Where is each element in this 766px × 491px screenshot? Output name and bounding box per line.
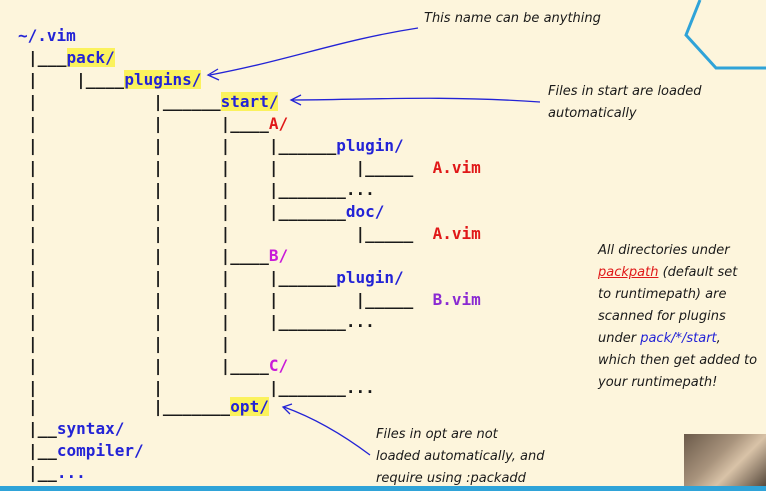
- tree-row: | | | | |_____ A.vim: [28, 158, 481, 177]
- dir-c: C/: [268, 356, 289, 375]
- note-packpath: packpath: [598, 265, 659, 280]
- tree-row: | | | |______plugin/: [28, 136, 404, 155]
- dir-opt: opt/: [230, 397, 269, 416]
- dir-syntax: syntax/: [56, 419, 125, 438]
- tree-row: | | |____B/: [28, 246, 289, 265]
- root-more: ...: [56, 463, 86, 482]
- tree-row: |__...: [28, 463, 86, 482]
- dir-start: start/: [220, 92, 279, 111]
- tree-row: |__syntax/: [28, 419, 125, 438]
- tree-row: | | | |_____ A.vim: [28, 224, 481, 243]
- note-start: Files in start are loaded automatically: [548, 81, 701, 125]
- file-a-doc-vim: A.vim: [432, 224, 481, 243]
- arrow-start-head: [289, 94, 302, 106]
- progress-bar: [0, 486, 766, 491]
- note-dirs-line4: scanned for plugins: [598, 309, 726, 324]
- note-opt-line1: Files in opt are not: [376, 427, 498, 442]
- tree-root: ~/.vim: [18, 26, 76, 45]
- note-opt: Files in opt are not loaded automaticall…: [376, 424, 545, 490]
- tree-row: | | | |______plugin/: [28, 268, 404, 287]
- note-dirs-line7: your runtimepath!: [598, 375, 718, 390]
- tree-row: | | |____A/: [28, 114, 289, 133]
- arrow-name-anything: [209, 27, 419, 76]
- tree-row: | |______start/: [28, 92, 279, 111]
- note-dirs-line2: (default set: [658, 265, 738, 280]
- dir-compiler: compiler/: [56, 441, 144, 460]
- note-pack-pattern: pack/*/start: [640, 331, 717, 346]
- arrow-opt-head: [281, 403, 293, 415]
- tree-row: | | |_______...: [28, 378, 375, 397]
- tree-row: | | | |_______...: [28, 312, 375, 331]
- b-more: ...: [345, 312, 375, 331]
- hexagon-decoration: [684, 0, 766, 70]
- dir-plugins: plugins/: [124, 70, 202, 89]
- note-dirs-comma: ,: [716, 331, 721, 346]
- tree-row: | | |: [28, 334, 231, 353]
- dir-a-plugin: plugin/: [336, 136, 404, 155]
- tree-row: | | | |_______doc/: [28, 202, 385, 221]
- note-dirs-line6: which then get added to: [598, 353, 758, 368]
- note-directories: All directories under packpath (default …: [598, 240, 757, 394]
- note-opt-line2: loaded automatically, and: [376, 449, 545, 464]
- note-dirs-line5: under: [598, 331, 641, 346]
- dir-a-doc: doc/: [345, 202, 385, 221]
- file-b-vim: B.vim: [432, 290, 481, 309]
- arrow-start: [291, 97, 541, 103]
- c-more: ...: [345, 378, 375, 397]
- webcam-thumbnail: [684, 434, 766, 491]
- a-more: ...: [345, 180, 375, 199]
- tree-row: | | | |_______...: [28, 180, 375, 199]
- tree-row: |__compiler/: [28, 441, 144, 460]
- tree-row: | | | | |_____ B.vim: [28, 290, 481, 309]
- arrow-opt: [283, 406, 371, 456]
- note-dirs-line1: All directories under: [598, 243, 730, 258]
- note-dirs-line3: to runtimepath) are: [598, 287, 727, 302]
- file-a-vim: A.vim: [432, 158, 481, 177]
- dir-b-plugin: plugin/: [336, 268, 404, 287]
- dir-a: A/: [268, 114, 289, 133]
- note-name-anything: This name can be anything: [424, 11, 601, 26]
- tree-row: | |_______opt/: [28, 397, 269, 416]
- arrow-name-anything-head: [206, 68, 220, 81]
- note-opt-line3: require using :packadd: [376, 471, 526, 486]
- dir-pack: pack/: [66, 48, 115, 67]
- tree-row: | |____plugins/: [28, 70, 202, 89]
- tree-row: |___pack/: [28, 48, 115, 67]
- note-start-line1: Files in start are loaded: [548, 84, 702, 99]
- tree-row: | | |____C/: [28, 356, 289, 375]
- note-start-line2: automatically: [548, 106, 637, 121]
- dir-b: B/: [268, 246, 289, 265]
